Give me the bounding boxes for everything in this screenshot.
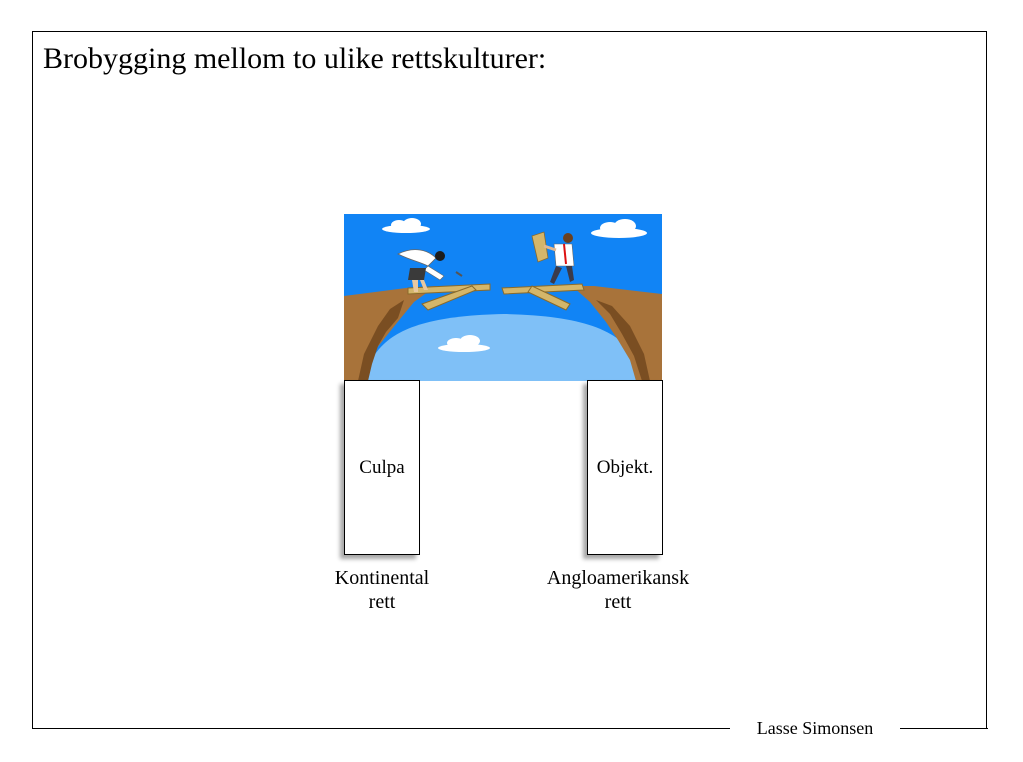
bridge-planks (407, 283, 585, 311)
pillar-label: Culpa (359, 456, 405, 478)
pillar-label: Objekt. (596, 456, 654, 478)
water (364, 314, 644, 381)
person-right-icon (531, 231, 575, 284)
caption-kontinental: Kontinental rett (306, 566, 458, 614)
caption-angloamerikansk: Angloamerikansk rett (522, 566, 714, 614)
person-left-icon (397, 249, 463, 292)
bridge-building-illustration (344, 214, 662, 381)
slide-title: Brobygging mellom to ulike rettskulturer… (43, 42, 547, 75)
caption-line: rett (604, 591, 632, 613)
cloud-icon (591, 219, 647, 238)
caption-line: Angloamerikansk (546, 567, 690, 589)
caption-line: Kontinental (334, 567, 430, 589)
footer-rule-right (900, 728, 988, 729)
footer-rule-left (32, 728, 730, 729)
footer-author: Lasse Simonsen (756, 718, 874, 738)
pillar-culpa: Culpa (344, 380, 420, 555)
pillar-objekt: Objekt. (587, 380, 663, 555)
slide-frame (32, 31, 987, 728)
cloud-icon (382, 218, 430, 233)
cloud-icon (438, 335, 490, 352)
caption-line: rett (368, 591, 396, 613)
